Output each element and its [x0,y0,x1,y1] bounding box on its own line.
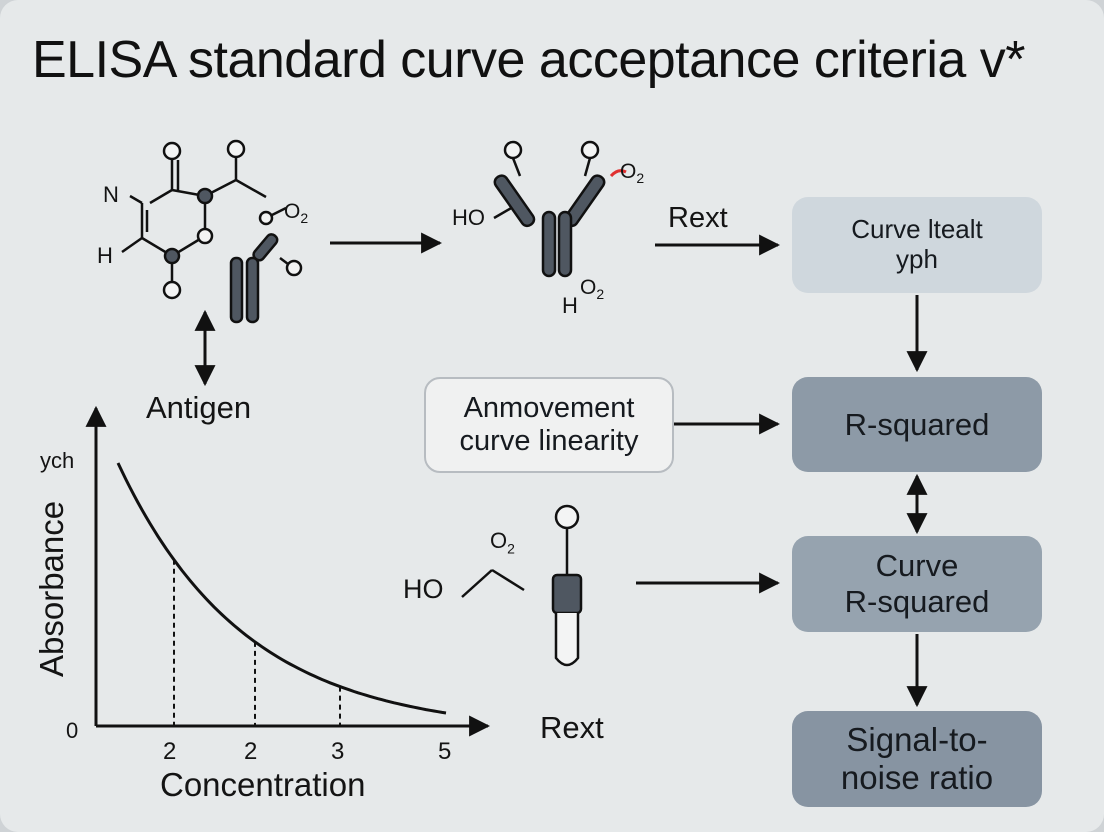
flow-box-signal-to-noise: Signal-to- noise ratio [792,711,1042,807]
y-axis-title: Absorbance [33,500,70,677]
antigen-atoms [162,139,274,300]
antibody-o2-bottom-sub: 2 [596,286,605,303]
antibody-o2-bottom-label: O2 [580,276,604,302]
standard-curve-chart [85,405,491,737]
flow-box-signal-to-noise-line1: Signal-to- [846,721,988,759]
improvement-box: Anmovement curve linearity [424,377,674,473]
x-tick-label-3: 3 [331,738,345,765]
atom-label-n: N [103,182,119,207]
x-tick-label-4: 5 [438,738,452,765]
antibody-molecule [493,140,606,278]
flow-box-curve-r-squared: Curve R-squared [792,536,1042,632]
red-bond-mark [609,169,627,178]
improvement-box-line2: curve linearity [459,425,639,457]
curve-layer [116,462,447,726]
flow-box-r-squared: R-squared [792,377,1042,472]
antigen-o2-o: O [284,200,301,223]
improvement-box-line1: Anmovement [463,391,635,424]
standard-curve-line [116,462,447,715]
flow-box-curve-line1: Curve ltealt [851,214,983,245]
flow-box-r-squared-line1: R-squared [844,406,990,442]
x-axis-title: Concentration [160,766,366,803]
antigen-o2-sub: 2 [300,210,309,227]
antibody-ho-label: HO [452,205,485,230]
y-axis-top-label: ych [40,448,75,473]
antibody-o2-top-sub: 2 [636,170,645,187]
antibody-fragment [229,233,303,324]
antigen-o2-label: O2 [284,200,308,226]
antigen-label: Antigen [146,390,252,425]
flow-box-curve-line2: yph [896,244,938,274]
probe-o2-o: O [490,528,508,553]
probe-o2-sub: 2 [507,540,515,557]
probe-molecule [461,504,583,667]
flow-box-signal-to-noise-line2: noise ratio [840,759,994,796]
antibody-o2-top-label: O2 [620,160,644,186]
x-tick-label-2: 2 [244,738,258,765]
atom-label-h: H [97,243,113,268]
antibody-o2-bottom-o: O [580,276,597,299]
flow-box-curve: Curve ltealt yph [792,197,1042,293]
origin-label: 0 [66,718,79,743]
page-title: ELISA standard curve acceptance criteria… [32,31,1026,89]
x-tick-label-1: 2 [163,738,177,765]
antibody-h-label: H [562,293,578,318]
antibody-o2-top-o: O [620,160,637,183]
rext-bottom-label: Rext [540,710,604,745]
probe-ho-label: HO [403,574,444,604]
flow-box-curve-r-squared-line2: R-squared [844,584,990,619]
probe-o2-label: O2 [490,528,515,556]
flow-box-curve-r-squared-line1: Curve [875,548,959,584]
rext-top-label: Rext [668,202,728,234]
